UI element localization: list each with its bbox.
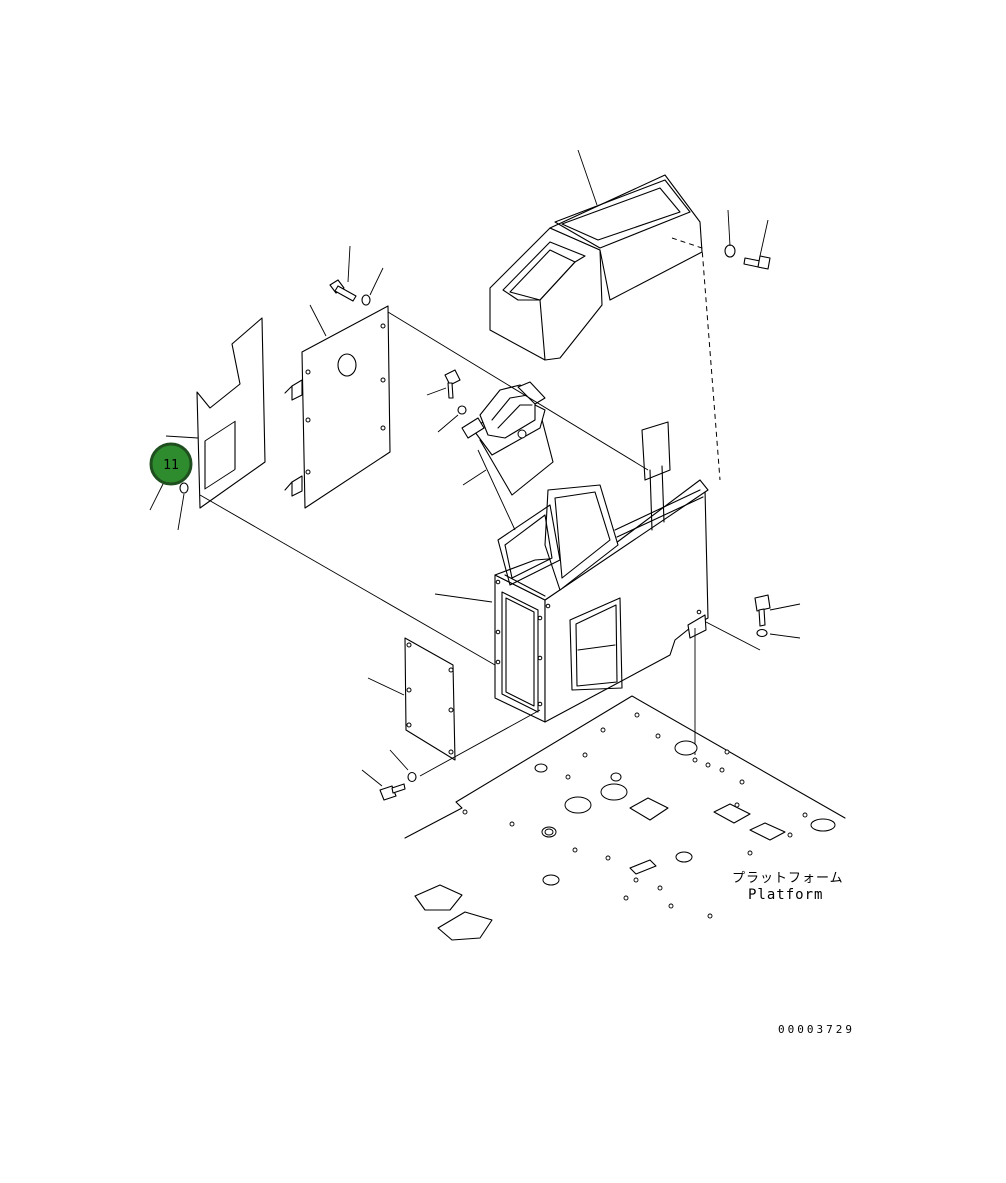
console-cover: [489, 174, 703, 361]
console-housing: [494, 421, 709, 723]
assembly-lines: [199, 311, 761, 777]
inner-cover-plate: [284, 305, 391, 509]
callout-circle[interactable]: [149, 442, 193, 486]
platform-label-en: Platform: [748, 887, 823, 903]
callout-badge[interactable]: 11: [149, 442, 193, 486]
callout-number[interactable]: 11: [163, 458, 179, 473]
lower-cover-plate: [404, 637, 456, 761]
platform-label-jp: プラットフォーム: [732, 871, 844, 886]
bolts-and-washers: [179, 244, 771, 801]
platform-floor: [404, 695, 846, 941]
cover-alignment-dashed: [671, 237, 721, 481]
leader-lines: [149, 149, 801, 787]
control-lever-assembly: [461, 381, 554, 496]
left-cover-plate: [196, 317, 266, 509]
drawing-number: 00003729: [778, 1023, 855, 1036]
